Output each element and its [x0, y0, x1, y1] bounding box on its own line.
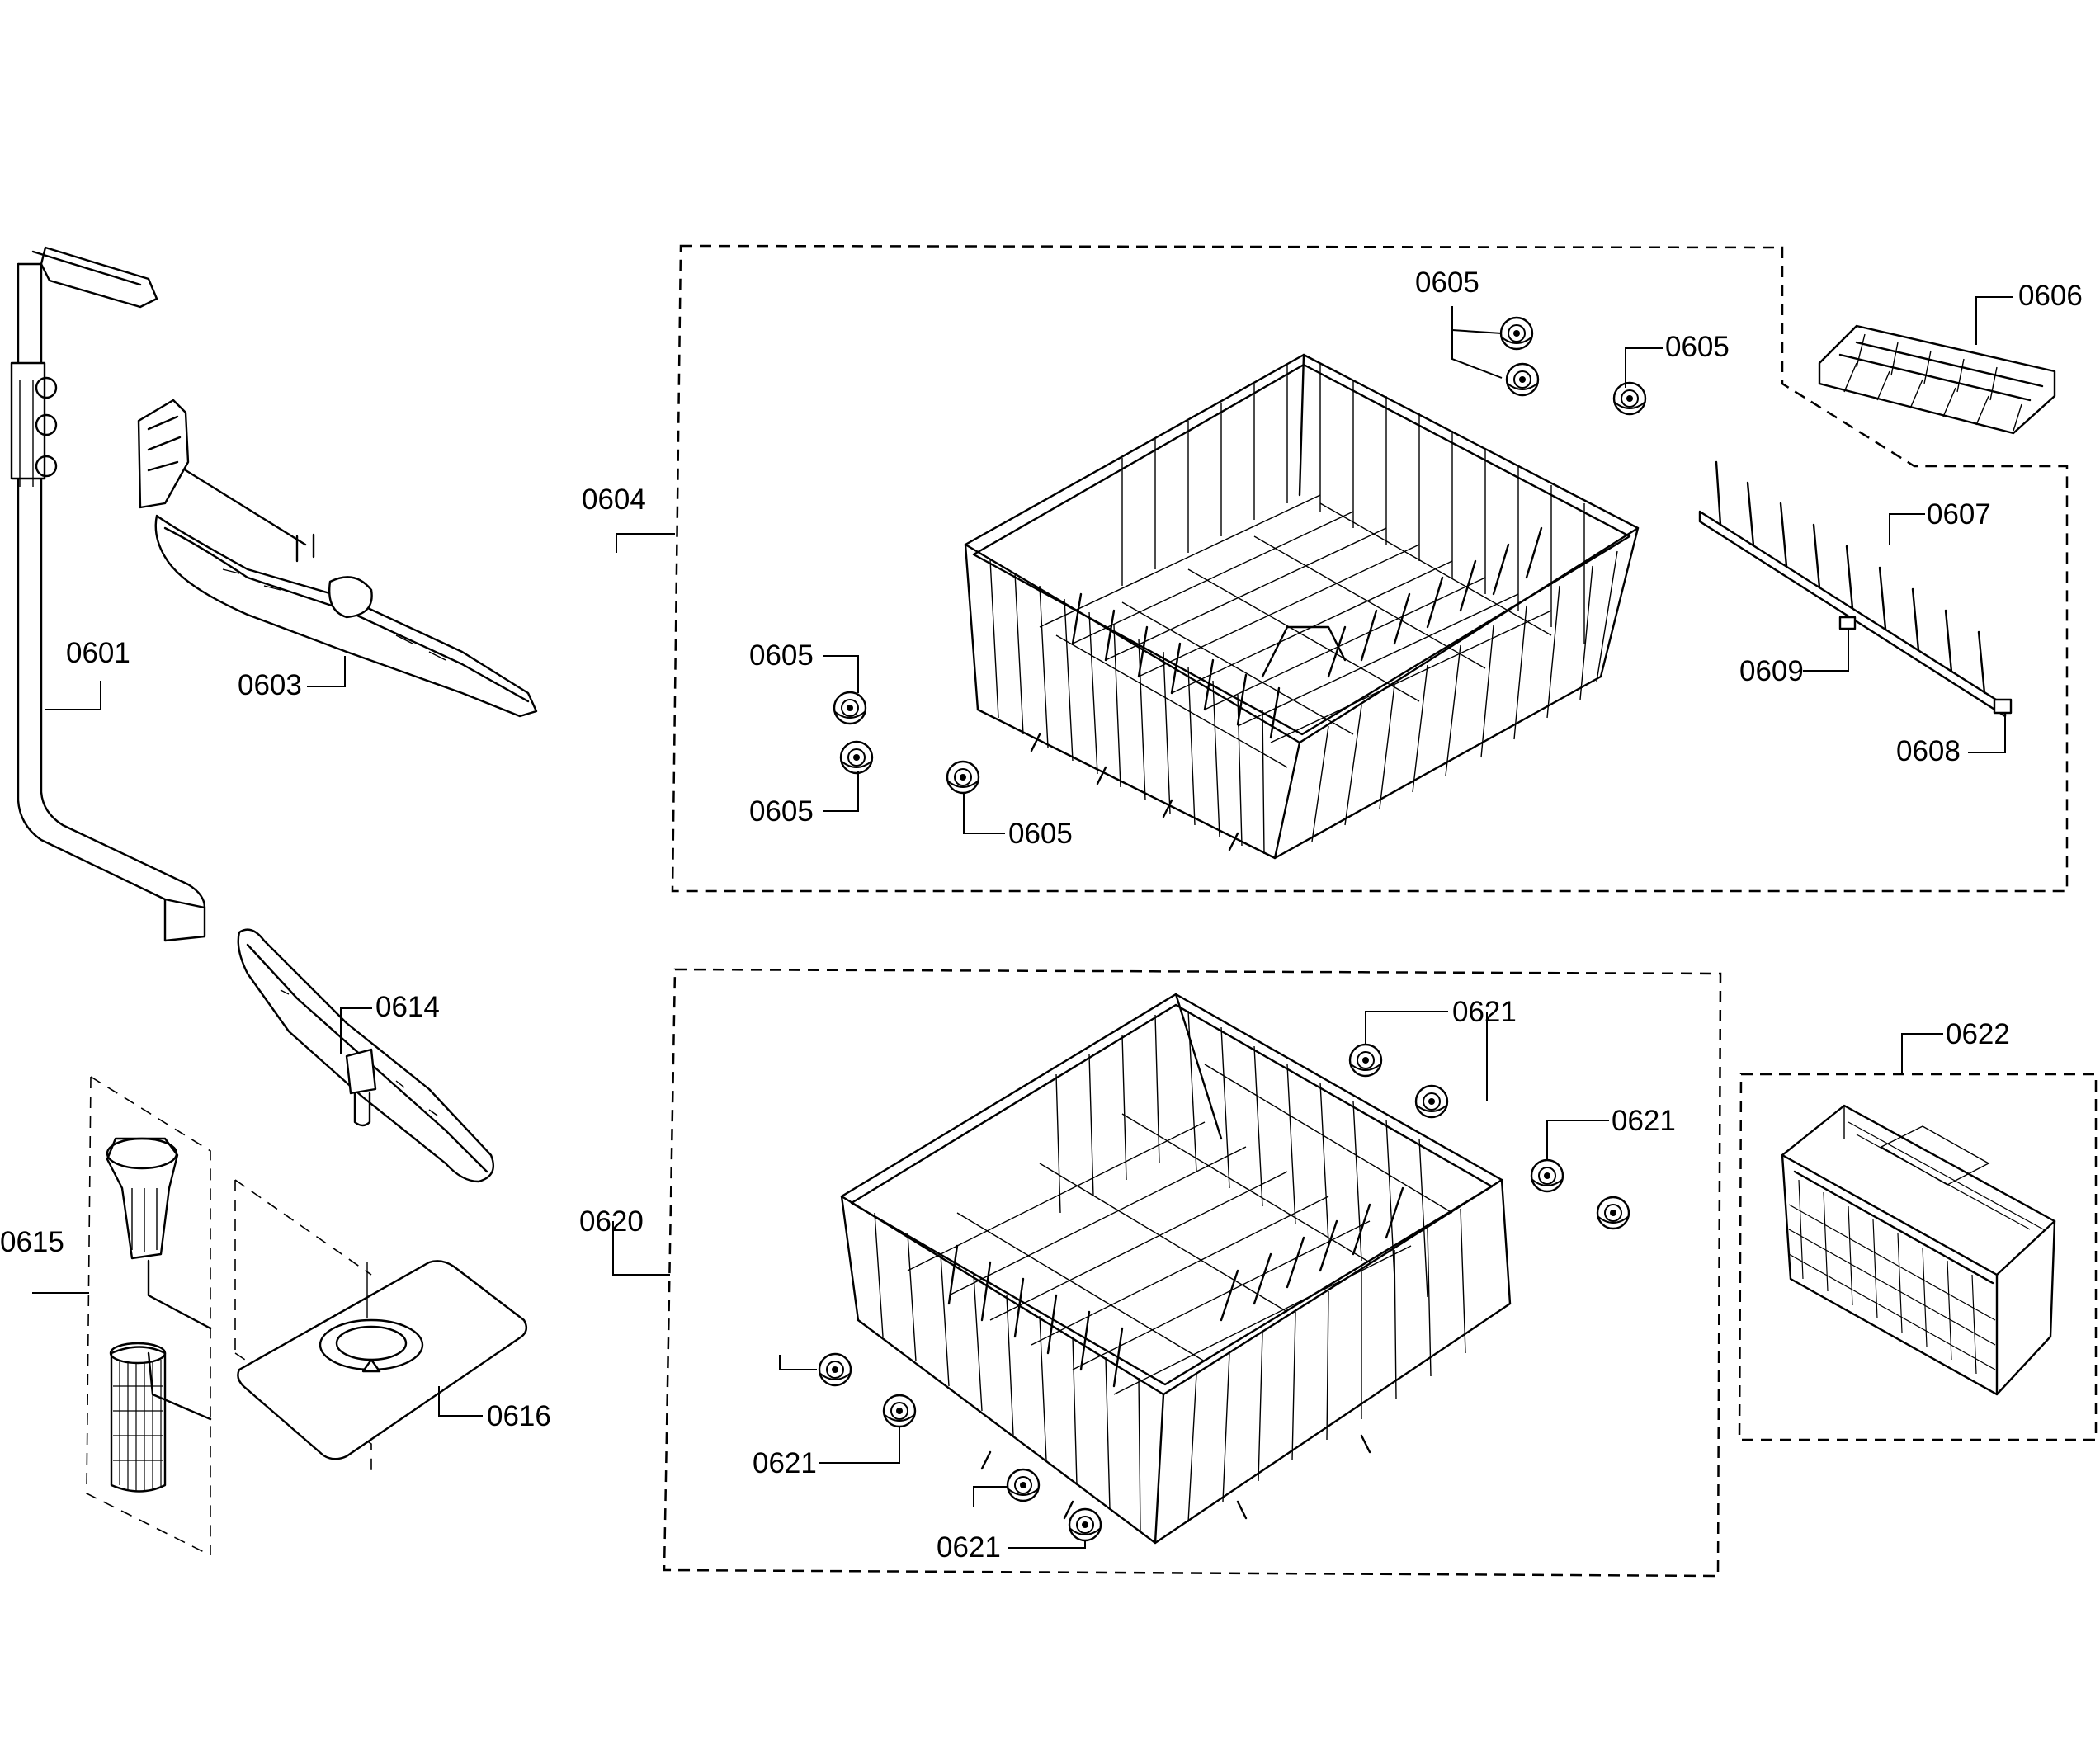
label-0604: 0604 [582, 483, 646, 516]
rack-wheel-0621-h [1068, 1507, 1102, 1542]
rack-wheel-0605-f [946, 760, 980, 795]
rack-wheel-0605-d [833, 691, 867, 725]
lower-rack-group-border [663, 968, 1722, 1578]
label-0621-top: 0621 [1452, 996, 1517, 1028]
tine-clip-0608 [1993, 698, 2013, 715]
label-0621-bottom: 0621 [937, 1531, 1001, 1564]
label-0621-right: 0621 [1612, 1105, 1676, 1137]
rack-wheel-0605-c [1612, 381, 1647, 416]
filter-plate-part [234, 1179, 528, 1477]
filter-assembly-part [86, 1076, 212, 1556]
lower-spray-arm-part [237, 928, 495, 1183]
label-0621-left: 0621 [753, 1447, 817, 1479]
cup-shelf-part [1818, 324, 2056, 435]
rack-wheel-0621-e [818, 1352, 852, 1387]
label-0601: 0601 [66, 637, 130, 669]
lower-rack-part [840, 993, 1512, 1545]
label-0607: 0607 [1927, 498, 1991, 531]
label-0620: 0620 [579, 1205, 644, 1238]
label-0605-bottom: 0605 [1008, 818, 1073, 850]
rack-wheel-0621-d [1596, 1196, 1630, 1230]
rack-wheel-0621-f [882, 1394, 917, 1428]
label-0605-right: 0605 [1665, 331, 1730, 363]
upper-spray-arm-part [137, 399, 538, 718]
label-0622: 0622 [1946, 1018, 2010, 1050]
supply-tube-part [10, 246, 206, 942]
upper-rack-group-border [671, 244, 2069, 893]
label-0614: 0614 [375, 991, 440, 1023]
rack-wheel-0621-b [1414, 1084, 1449, 1119]
silverware-basket-part [1781, 1104, 2056, 1396]
rack-wheel-0605-b [1505, 362, 1540, 397]
label-0615: 0615 [0, 1226, 64, 1258]
rack-wheel-0605-e [839, 740, 874, 775]
silverware-basket-group-border [1738, 1073, 2098, 1441]
rack-wheel-0605-a [1499, 316, 1534, 351]
rack-wheel-0621-c [1530, 1158, 1564, 1193]
label-0605-left-top: 0605 [749, 639, 814, 672]
leader-lines [32, 296, 2013, 1549]
label-0616: 0616 [487, 1400, 551, 1432]
upper-rack-part [964, 353, 1640, 860]
rack-wheel-0621-g [1006, 1468, 1041, 1502]
label-0609: 0609 [1739, 655, 1804, 687]
label-0605-left-bottom: 0605 [749, 795, 814, 828]
label-0606: 0606 [2018, 280, 2083, 312]
rack-wheel-0621-a [1348, 1043, 1383, 1078]
label-0608: 0608 [1896, 735, 1961, 767]
label-0603: 0603 [238, 669, 302, 701]
tine-clip-0609 [1838, 616, 1857, 630]
label-0605-top: 0605 [1415, 267, 1479, 299]
